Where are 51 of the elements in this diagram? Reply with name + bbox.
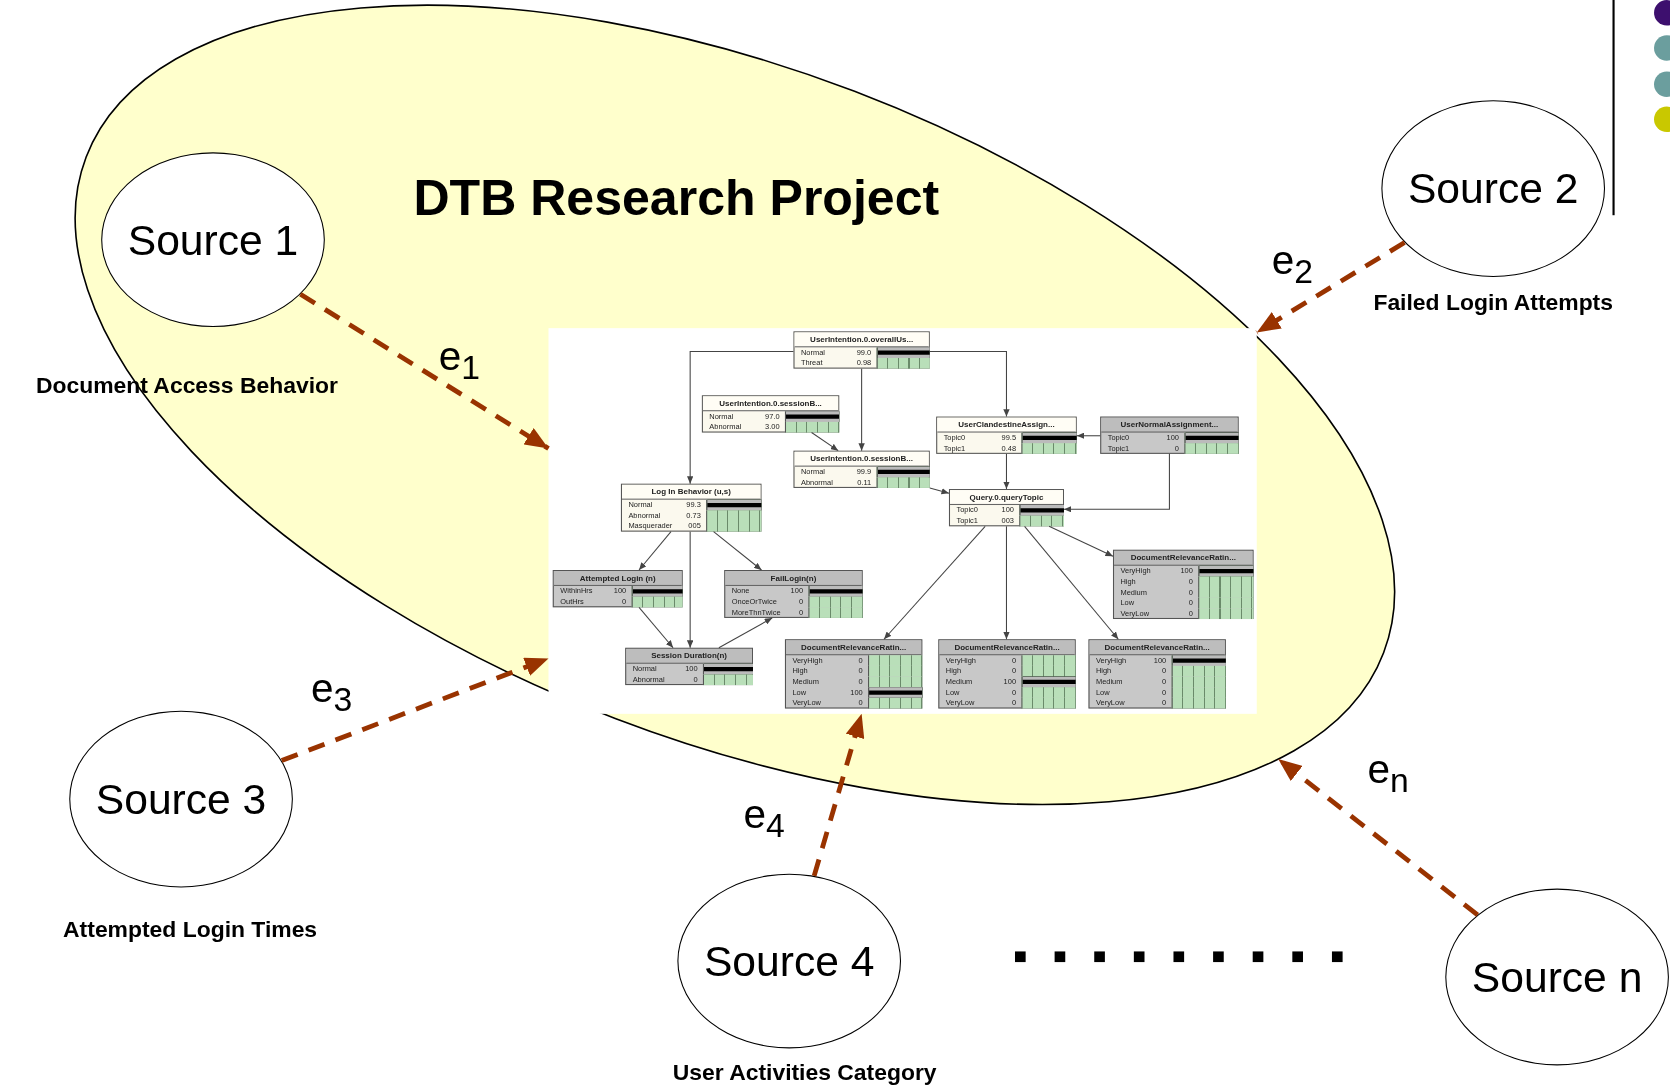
arrow — [929, 351, 1010, 418]
network-node — [1113, 549, 1254, 619]
source-label: Source 1 — [127, 215, 299, 264]
network-node — [1088, 639, 1226, 709]
source-label: Source 3 — [95, 775, 267, 824]
dashed-arrow — [280, 656, 550, 763]
dashed-arrow — [299, 292, 550, 451]
network-node — [552, 570, 683, 608]
source-caption: Failed Login Attempts — [1372, 289, 1614, 317]
source-label: Source 2 — [1407, 164, 1579, 213]
dashed-arrow — [1276, 757, 1480, 917]
network-panel — [548, 328, 1257, 714]
network-node — [948, 489, 1064, 527]
network-node — [1100, 416, 1239, 454]
network-node — [625, 647, 753, 686]
source-caption: Attempted Login Times — [62, 916, 319, 943]
arrow — [1003, 453, 1010, 490]
network-node — [793, 331, 930, 369]
edge-label: e$_{3}$ — [311, 664, 353, 721]
edge-label: e$_{1}$ — [438, 332, 481, 389]
network-node — [793, 450, 930, 488]
network-node — [620, 483, 762, 532]
arrow — [1076, 432, 1101, 439]
network-node — [701, 395, 840, 433]
network-node — [936, 416, 1077, 454]
arrow — [1024, 525, 1119, 640]
arrow — [883, 525, 986, 640]
source-label: Source n — [1471, 953, 1643, 1001]
arrow — [1063, 453, 1170, 513]
arrow — [811, 432, 839, 452]
dashed-arrow — [811, 713, 865, 877]
edge-label: e$_{4}$ — [743, 790, 785, 847]
source-label: Source 4 — [703, 937, 875, 985]
arrow — [713, 531, 763, 571]
arrow — [638, 531, 672, 571]
arrow — [1003, 525, 1010, 640]
arrow — [638, 606, 674, 649]
edge-label: e$_{2}$ — [1271, 236, 1313, 293]
network-node — [784, 639, 923, 709]
arrow — [1048, 525, 1114, 557]
arrow — [929, 487, 950, 495]
ellipse-title: DTB Research Project — [412, 168, 941, 228]
network-node — [724, 570, 863, 618]
dashed-arrow — [1255, 240, 1406, 335]
arrow — [686, 531, 694, 649]
arrow — [718, 617, 773, 649]
arrow — [686, 351, 794, 485]
arrow — [858, 368, 865, 452]
network-node — [938, 639, 1076, 709]
source-caption: User Activities Category — [671, 1060, 938, 1087]
edge-label: e$_{n}$ — [1367, 745, 1409, 802]
